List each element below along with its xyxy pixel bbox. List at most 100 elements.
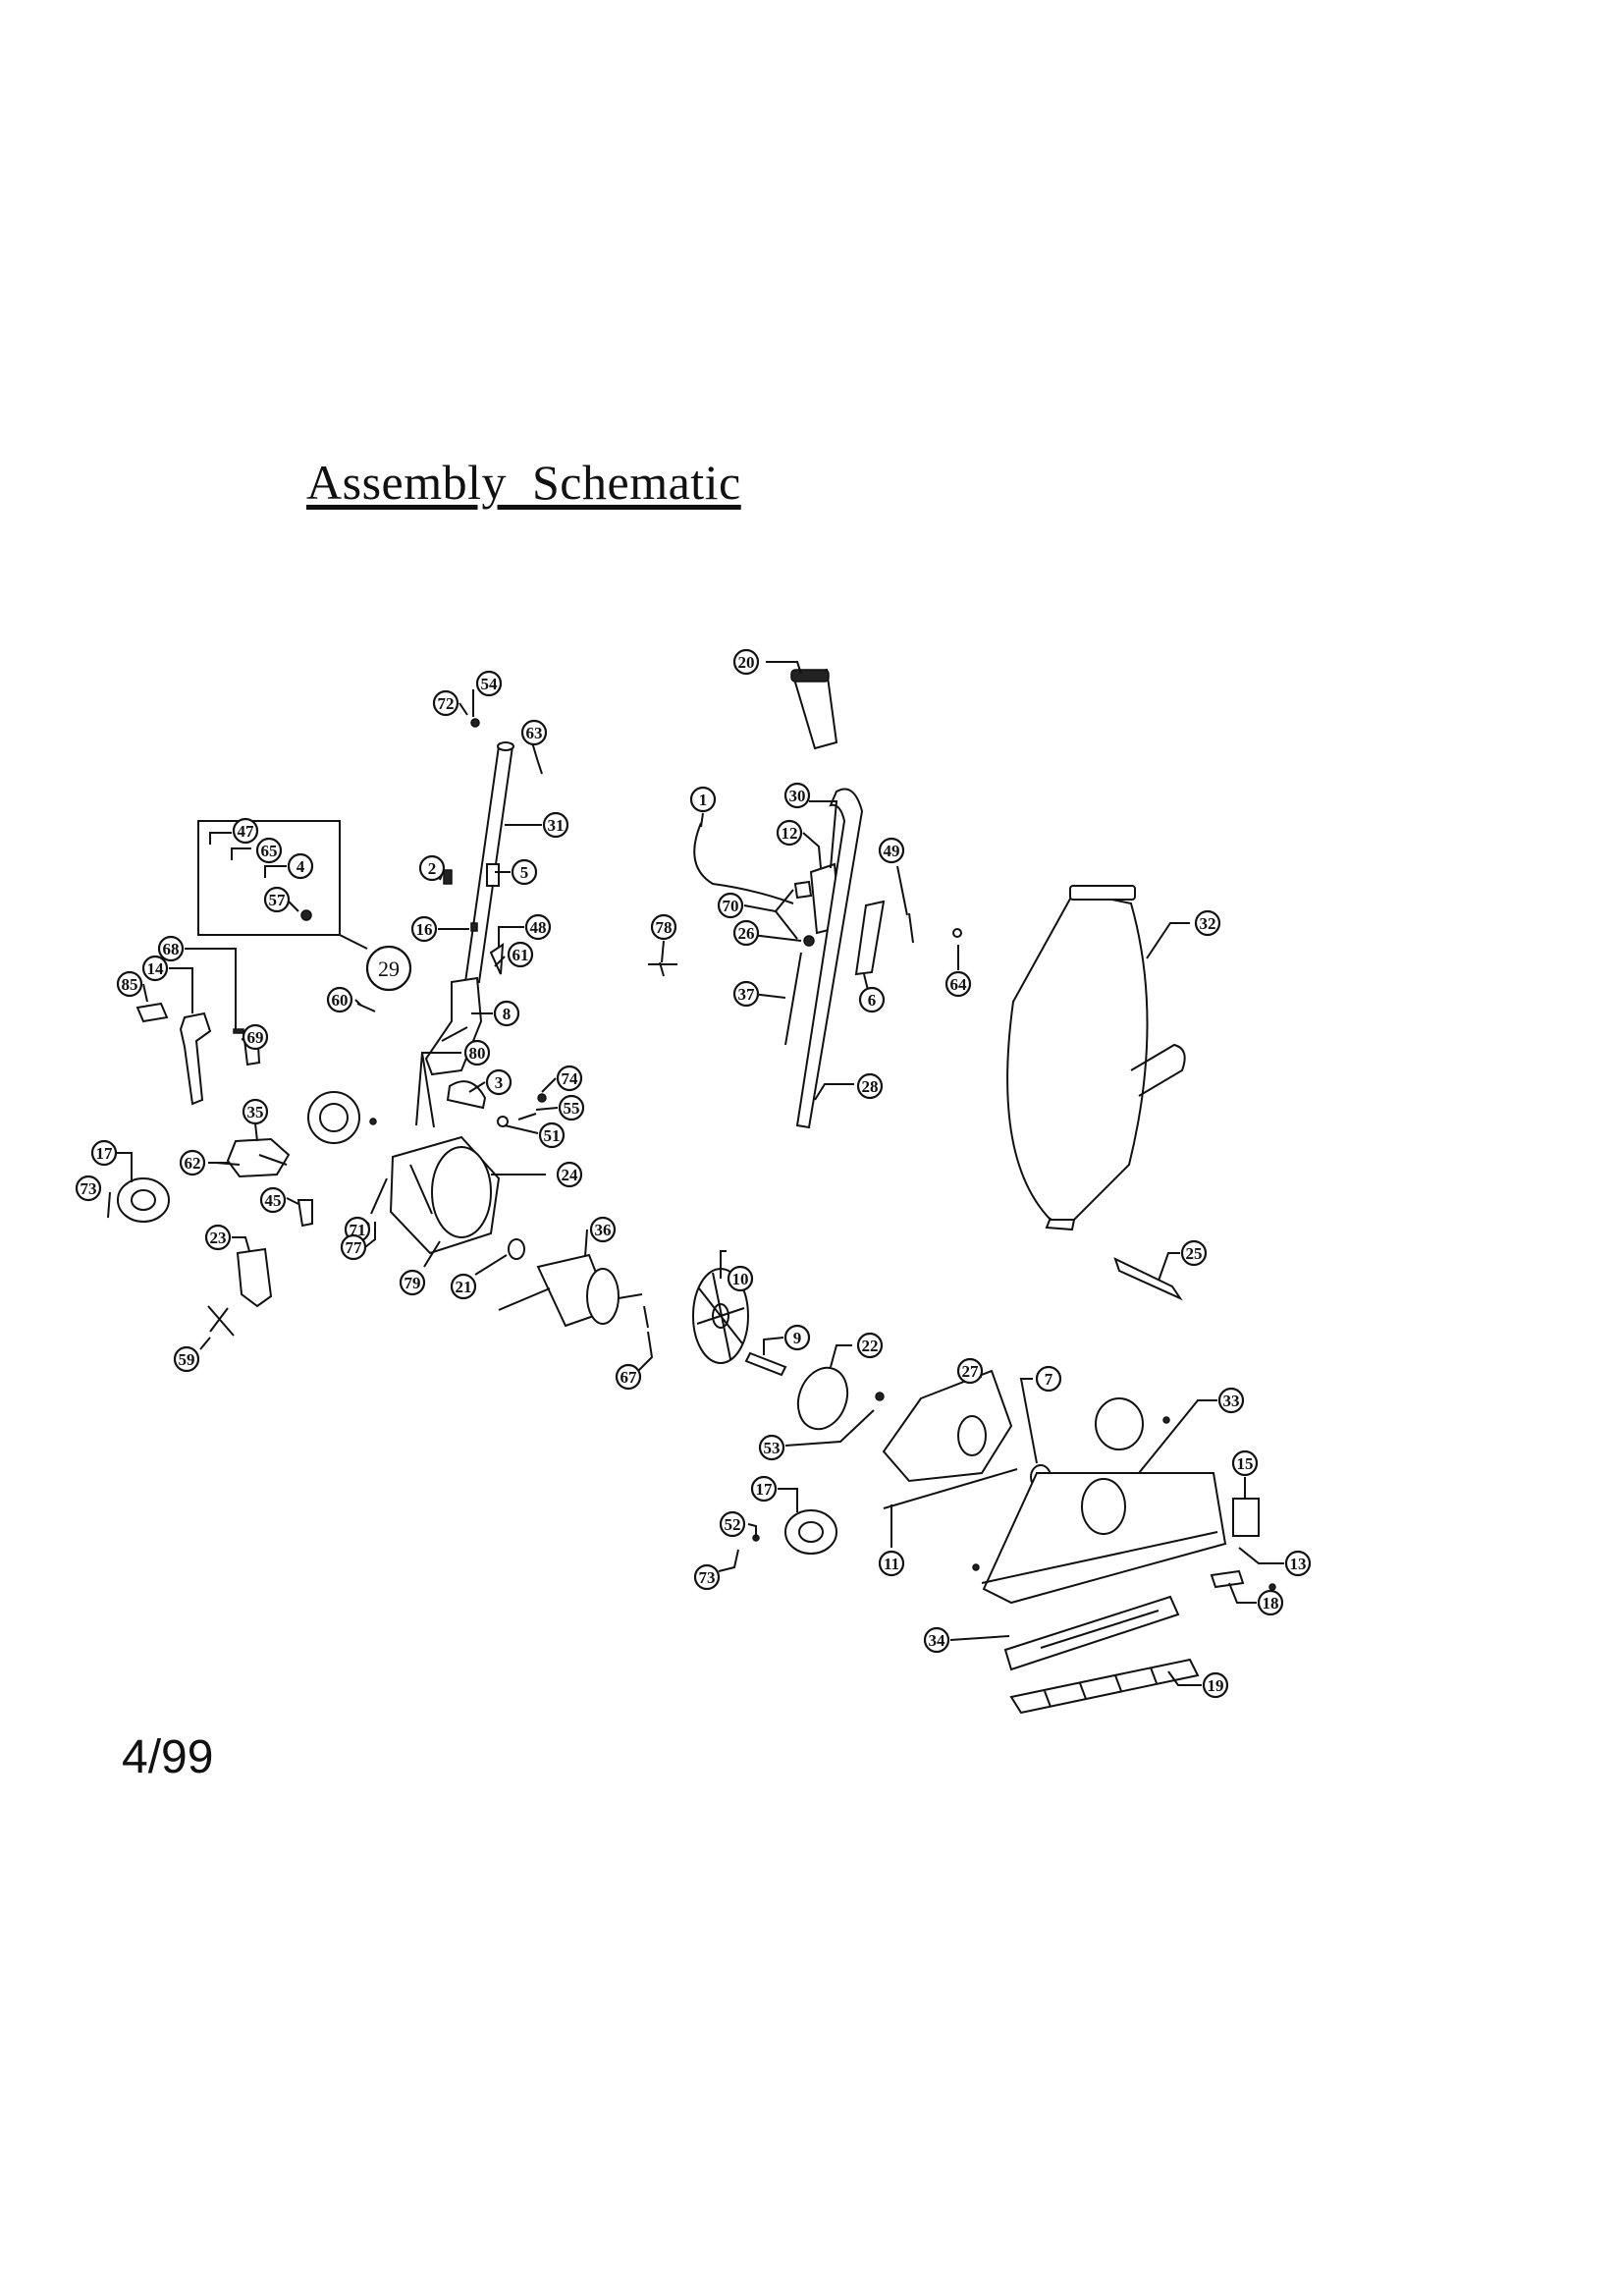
part-bracket: [207, 1199, 313, 1337]
callout-number: 19: [1208, 1676, 1224, 1695]
callout-number: 36: [595, 1221, 612, 1239]
callout-17a: 17: [90, 1139, 118, 1167]
callout-45: 45: [259, 1186, 287, 1214]
callout-number: 49: [884, 842, 900, 860]
callout-17b: 17: [750, 1475, 778, 1503]
part-group-box-29: [197, 820, 368, 950]
callout-number: 51: [544, 1126, 561, 1145]
callout-number: 54: [481, 675, 499, 693]
callout-number: 28: [862, 1077, 879, 1096]
callout-circle: [1217, 1387, 1245, 1414]
callout-number: 79: [404, 1274, 421, 1292]
callout-4: 4: [287, 852, 314, 880]
callout-circle: [878, 1550, 905, 1577]
callout-number: 55: [564, 1099, 580, 1118]
callout-circle: [558, 1094, 585, 1121]
callout-79: 79: [399, 1269, 426, 1296]
callout-circle: [783, 1324, 811, 1351]
callout-30: 30: [783, 782, 811, 809]
callout-68: 68: [157, 935, 185, 962]
callout-number: 5: [520, 863, 529, 882]
callout-circle: [693, 1563, 721, 1591]
callout-number: 31: [548, 816, 565, 835]
callout-29: 29: [365, 945, 412, 992]
callout-23: 23: [204, 1224, 232, 1251]
callout-72: 72: [432, 689, 459, 717]
callout-number: 24: [562, 1166, 579, 1184]
callout-circle: [340, 1233, 367, 1261]
callout-number: 69: [247, 1028, 264, 1047]
callout-circle: [650, 913, 677, 941]
callout-number: 72: [438, 694, 455, 713]
callout-circle: [326, 986, 353, 1013]
callout-78: 78: [650, 913, 677, 941]
callout-number: 25: [1186, 1244, 1203, 1263]
callout-24: 24: [556, 1161, 583, 1188]
callout-36: 36: [589, 1216, 617, 1243]
callout-19: 19: [1202, 1671, 1229, 1699]
callout-number: 62: [185, 1154, 201, 1173]
callout-circle: [179, 1149, 206, 1176]
callout-circle: [116, 970, 143, 998]
callout-number: 74: [562, 1069, 579, 1088]
callout-circle: [1257, 1589, 1284, 1616]
callout-circle: [856, 1072, 884, 1100]
callout-circle: [1284, 1550, 1312, 1577]
callout-circle: [783, 782, 811, 809]
callout-73b: 73: [693, 1563, 721, 1591]
part-filter: [1210, 1498, 1260, 1589]
callout-circle: [615, 1363, 642, 1391]
callout-circle: [944, 970, 972, 998]
callout-number: 73: [81, 1179, 97, 1198]
callout-52: 52: [719, 1510, 746, 1538]
callout-number: 12: [782, 824, 798, 843]
part-upper-handle-tube: [463, 741, 514, 983]
callout-number: 59: [179, 1350, 195, 1369]
callout-number: 37: [738, 985, 756, 1004]
part-pedal: [135, 1002, 261, 1106]
callout-circle: [538, 1121, 566, 1149]
callout-63: 63: [520, 719, 548, 746]
callout-16: 16: [410, 915, 438, 943]
callout-27: 27: [956, 1357, 984, 1385]
part-wheel-rear: [117, 1177, 170, 1223]
callout-1: 1: [689, 786, 717, 813]
part-clip: [1113, 1257, 1183, 1301]
callout-circle: [1194, 909, 1221, 937]
callout-circle: [732, 648, 760, 676]
date-code: 4/99: [122, 1731, 214, 1783]
part-motor: [498, 1238, 643, 1328]
callout-32: 32: [1194, 909, 1221, 937]
callout-51: 51: [538, 1121, 566, 1149]
callout-circle: [204, 1224, 232, 1251]
callout-number: 78: [656, 918, 673, 937]
callout-28: 28: [856, 1072, 884, 1100]
callout-number: 29: [378, 957, 400, 981]
callout-circle: [750, 1475, 778, 1503]
callout-number: 70: [723, 897, 739, 915]
callout-number: 6: [868, 991, 877, 1010]
callout-number: 48: [530, 918, 547, 937]
callout-number: 8: [503, 1005, 512, 1023]
callout-number: 15: [1237, 1454, 1254, 1473]
callout-47: 47: [232, 817, 259, 845]
callout-13: 13: [1284, 1550, 1312, 1577]
callout-20: 20: [732, 648, 760, 676]
callout-circle: [418, 854, 446, 882]
callout-6: 6: [858, 986, 886, 1013]
callout-49: 49: [878, 837, 905, 864]
callout-35: 35: [242, 1098, 269, 1125]
part-brushroll: [1003, 1595, 1180, 1671]
callout-circle: [758, 1434, 785, 1461]
callout-number: 4: [297, 857, 305, 876]
diagram-title: Assembly Schematic: [306, 455, 741, 510]
leader-lines: [107, 661, 1284, 1686]
part-belt: [796, 1366, 849, 1431]
callout-number: 57: [269, 891, 287, 909]
callout-circle: [732, 980, 760, 1008]
callout-circle: [776, 819, 803, 847]
callout-circle: [878, 837, 905, 864]
callout-number: 17: [96, 1144, 114, 1163]
callout-14: 14: [141, 955, 169, 982]
